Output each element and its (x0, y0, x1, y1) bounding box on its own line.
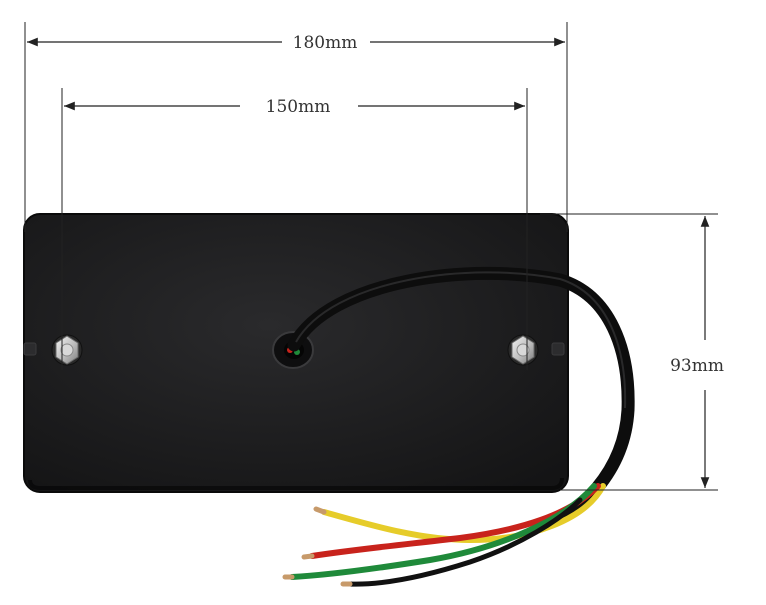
dimension-height: 93mm (670, 216, 724, 488)
left-mount-bolt (51, 334, 83, 366)
wire-tip-yellow (313, 506, 327, 515)
wire-bundle (282, 481, 606, 587)
dimension-overall-width: 180mm (26, 33, 565, 53)
height-label: 93mm (670, 356, 724, 376)
right-mount-bolt (507, 334, 539, 366)
green-wire (289, 483, 597, 580)
extension-lines (24, 22, 718, 491)
yellow-wire (321, 483, 606, 544)
hole-spacing-label: 150mm (266, 97, 331, 117)
right-side-slot (551, 342, 565, 356)
dimension-hole-spacing: 150mm (64, 97, 525, 117)
overall-width-label: 180mm (293, 33, 358, 53)
four-core-cable (287, 266, 635, 495)
wire-tip-red (301, 553, 315, 560)
left-side-slot (23, 342, 37, 356)
